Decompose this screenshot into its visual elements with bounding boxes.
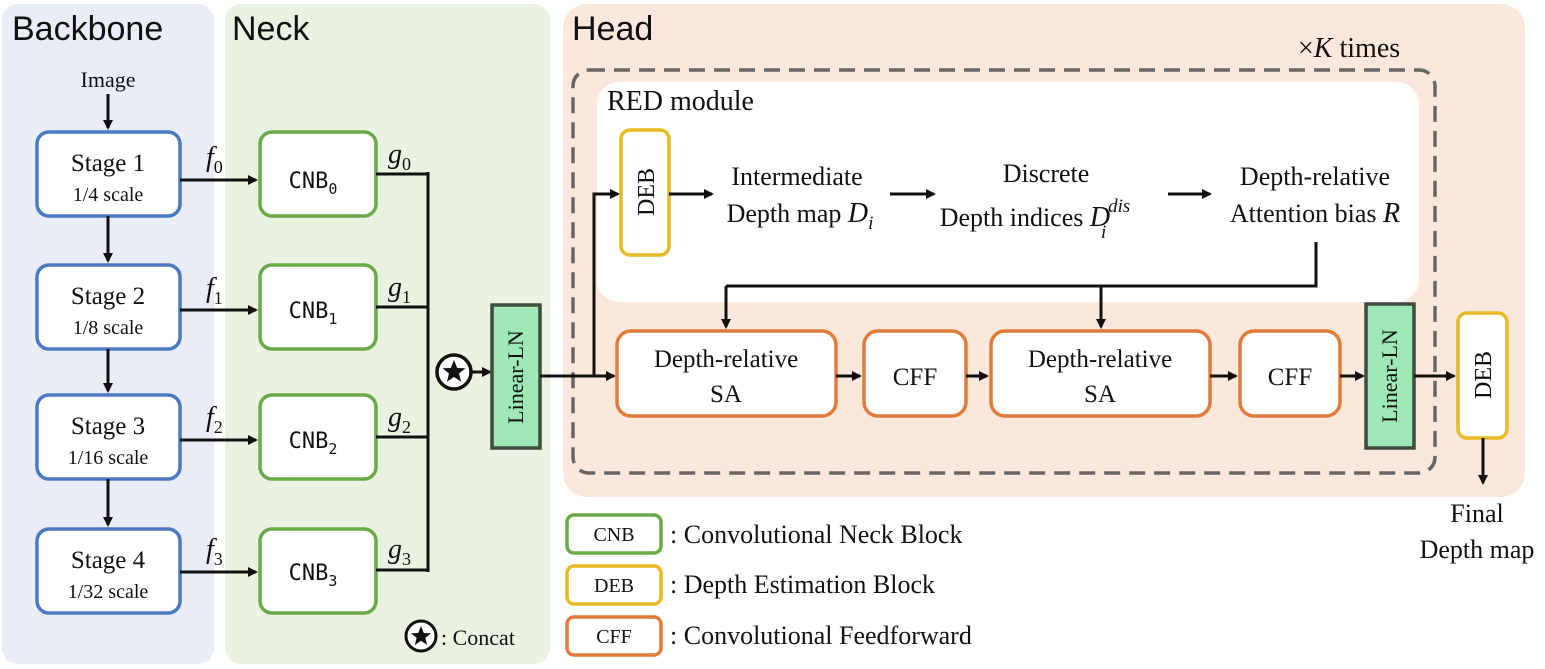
stage-1-block: Stage 1 1/4 scale [35, 130, 182, 218]
red-module-title: RED module [607, 86, 754, 117]
depth-relative-sa-2: Depth-relative SA [989, 329, 1212, 418]
svg-text:Intermediate: Intermediate [731, 162, 862, 191]
stage-1-name: Stage 1 [71, 150, 145, 177]
intermediate-depth-map: Intermediate Depth map Di [727, 162, 874, 234]
svg-text:CFF: CFF [596, 626, 632, 648]
legend-deb: DEB : Depth Estimation Block [565, 564, 935, 606]
neck-title: Neck [232, 10, 310, 48]
svg-text:Depth-relative: Depth-relative [1240, 162, 1390, 191]
final-depth-map-line1: Final [1450, 499, 1503, 528]
svg-text:Depth map Di: Depth map Di [727, 198, 874, 234]
repeat-k-times: ×K times [1298, 33, 1400, 64]
svg-text:Depth indices Ddis: Depth indices Ddis [940, 196, 1131, 233]
svg-text:CFF: CFF [893, 364, 937, 391]
head-title: Head [572, 10, 653, 48]
concat-legend-icon [404, 619, 438, 653]
feature-f0: f0 [206, 142, 223, 177]
linear-ln-head: Linear-LN [1364, 302, 1416, 450]
svg-text:DEB: DEB [594, 575, 634, 597]
svg-text:Attention bias R: Attention bias R [1230, 198, 1400, 229]
cff-1: CFF [862, 329, 968, 418]
deb-red-block: DEB [619, 128, 671, 257]
stage-4-block: Stage 4 1/32 scale [35, 527, 182, 615]
svg-text:CNB0: CNB0 [289, 169, 338, 198]
svg-text:Discrete: Discrete [1003, 159, 1090, 188]
backbone-title: Backbone [12, 10, 163, 48]
concat-legend-label: : Concat [441, 625, 515, 650]
cnb-2-block: CNB2 [258, 393, 378, 481]
output-g1: g1 [388, 272, 411, 307]
svg-text:Linear-LN: Linear-LN [1377, 329, 1402, 423]
stage-4-scale: 1/32 scale [68, 581, 149, 603]
stage-3-scale: 1/16 scale [68, 447, 149, 469]
svg-text:DEB: DEB [1471, 351, 1497, 399]
repeat-dashed-box [571, 68, 1437, 475]
stage-2-name: Stage 2 [71, 283, 145, 310]
svg-text:: Convolutional Neck Block: : Convolutional Neck Block [670, 520, 962, 549]
feature-f2: f2 [206, 402, 223, 437]
output-g0: g0 [388, 139, 411, 174]
input-image-label: Image [81, 67, 136, 92]
feature-f1: f1 [206, 273, 223, 308]
svg-text:CNB: CNB [593, 524, 634, 546]
stage-2-scale: 1/8 scale [73, 317, 144, 339]
legend-cnb: CNB : Convolutional Neck Block [565, 513, 962, 555]
svg-text:CFF: CFF [1268, 364, 1312, 391]
concat-star-icon [435, 353, 473, 391]
svg-text:Depth-relative: Depth-relative [654, 346, 798, 373]
cnb-1-block: CNB1 [258, 263, 378, 351]
discrete-depth-indices: Discrete Depth indices Ddis i [940, 159, 1131, 243]
linear-ln-neck: Linear-LN [490, 303, 542, 450]
feature-f3: f3 [206, 534, 223, 569]
stage-3-block: Stage 3 1/16 scale [35, 393, 182, 481]
cnb-0-block: CNB0 [258, 130, 378, 218]
output-g3: g3 [388, 534, 411, 569]
svg-text:DEB: DEB [634, 168, 660, 216]
stage-1-scale: 1/4 scale [73, 184, 144, 206]
svg-text:Linear-LN: Linear-LN [503, 330, 528, 424]
stage-2-block: Stage 2 1/8 scale [35, 263, 182, 351]
stage-4-name: Stage 4 [71, 547, 146, 574]
red-module-panel [597, 82, 1419, 302]
cff-2: CFF [1238, 329, 1342, 418]
svg-text:: Depth Estimation Block: : Depth Estimation Block [670, 570, 935, 599]
depth-relative-attention-bias: Depth-relative Attention bias R [1230, 162, 1400, 229]
stage-3-name: Stage 3 [71, 413, 145, 440]
svg-text:Depth-relative: Depth-relative [1028, 346, 1172, 373]
deb-final-block: DEB [1456, 311, 1509, 440]
output-g2: g2 [388, 402, 411, 437]
legend-cff: CFF : Convolutional Feedforward [565, 615, 972, 657]
depth-relative-sa-1: Depth-relative SA [615, 329, 838, 418]
svg-text:: Convolutional Feedforward: : Convolutional Feedforward [670, 621, 972, 650]
svg-text:i: i [1101, 222, 1106, 243]
svg-text:CNB1: CNB1 [289, 299, 338, 328]
svg-text:CNB2: CNB2 [289, 429, 338, 458]
svg-text:CNB3: CNB3 [289, 561, 338, 590]
svg-text:SA: SA [1084, 381, 1116, 408]
cnb-3-block: CNB3 [258, 527, 378, 615]
svg-text:SA: SA [710, 381, 742, 408]
final-depth-map-line2: Depth map [1420, 535, 1535, 564]
